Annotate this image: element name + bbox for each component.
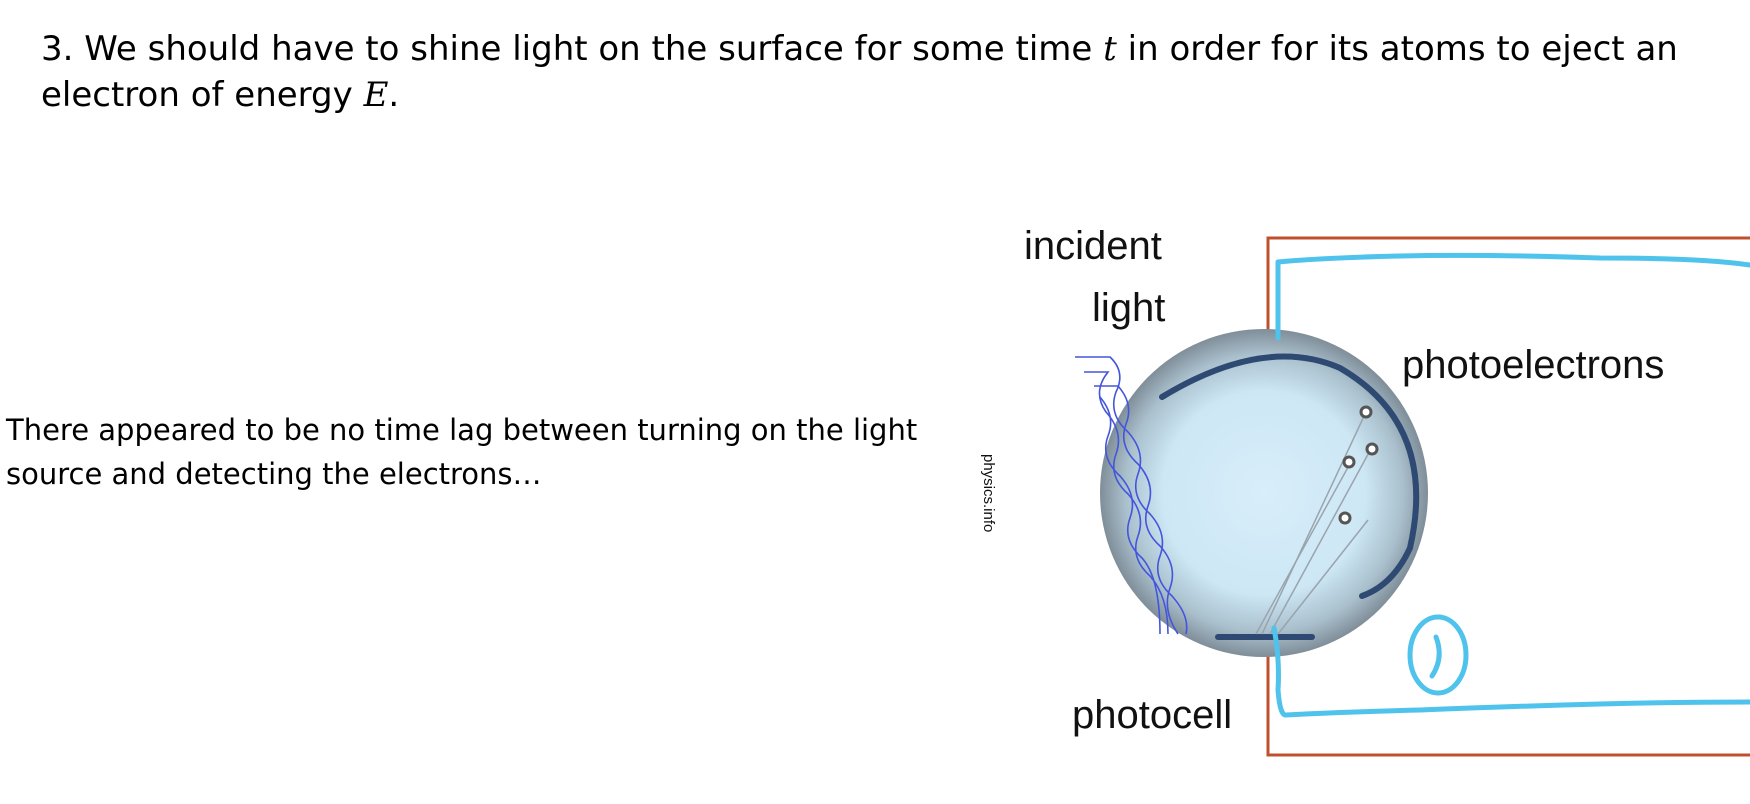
figure-credit: physics.info [980, 454, 997, 532]
variable-e: E [363, 75, 389, 115]
variable-t: t [1103, 29, 1117, 69]
statement-text-2: in order for its atoms to eject an elect… [41, 29, 1678, 115]
electron-dots [1338, 405, 1379, 525]
problem-statement: 3. We should have to shine light on the … [41, 26, 1701, 118]
observation-note: There appeared to be no time lag between… [6, 408, 966, 496]
statement-period: . [388, 75, 400, 115]
photocell-diagram: incident light photoelectrons photocell … [980, 224, 1750, 757]
handwritten-annotation [1271, 252, 1750, 718]
photocell-bulb [1100, 329, 1428, 657]
anode-arc [1159, 353, 1420, 599]
electron-tracks [1255, 411, 1373, 635]
label-photoelectrons: photoelectrons [1402, 343, 1664, 387]
statement-text-1: We should have to shine light on the sur… [84, 29, 1093, 69]
label-light: light [1092, 286, 1165, 330]
circuit-wire [1266, 236, 1750, 757]
label-incident: incident [1024, 224, 1162, 268]
note-line-1: There appeared to be no time lag between… [6, 413, 918, 447]
problem-number: 3. [41, 29, 74, 69]
note-line-2: source and detecting the electrons… [6, 457, 542, 491]
incident-light-waves [1075, 356, 1188, 635]
label-photocell: photocell [1072, 693, 1232, 737]
